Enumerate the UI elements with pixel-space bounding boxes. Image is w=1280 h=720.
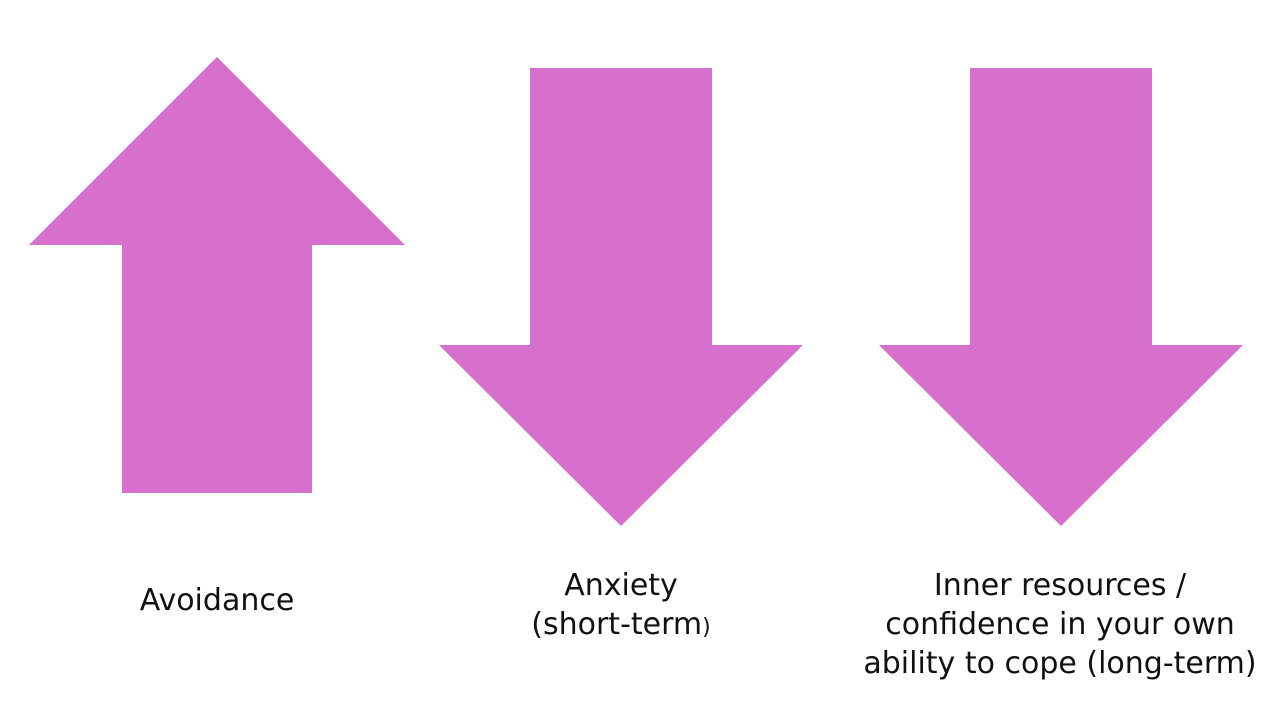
inner-resources-label-line-3: ability to cope (long-term) bbox=[863, 646, 1257, 681]
anxiety-label-line-1: Anxiety bbox=[564, 568, 678, 603]
anxiety-label: Anxiety (short-term) bbox=[471, 566, 771, 647]
avoidance-label-line: Avoidance bbox=[139, 583, 295, 618]
anxiety-label-line-2-text: (short-term bbox=[531, 607, 703, 642]
inner-resources-label-line-2: confidence in your own bbox=[885, 607, 1235, 642]
anxiety-label-line-2: (short-term) bbox=[471, 605, 771, 647]
avoidance-label: Avoidance bbox=[67, 581, 367, 620]
anxiety-label-closing-paren: ) bbox=[702, 615, 711, 640]
inner-resources-label-line-1: Inner resources / bbox=[933, 568, 1187, 603]
inner-resources-down-arrow bbox=[879, 68, 1243, 526]
anxiety-down-arrow bbox=[439, 68, 803, 526]
avoidance-up-arrow bbox=[29, 57, 405, 493]
inner-resources-label: Inner resources / confidence in your own… bbox=[840, 566, 1280, 683]
